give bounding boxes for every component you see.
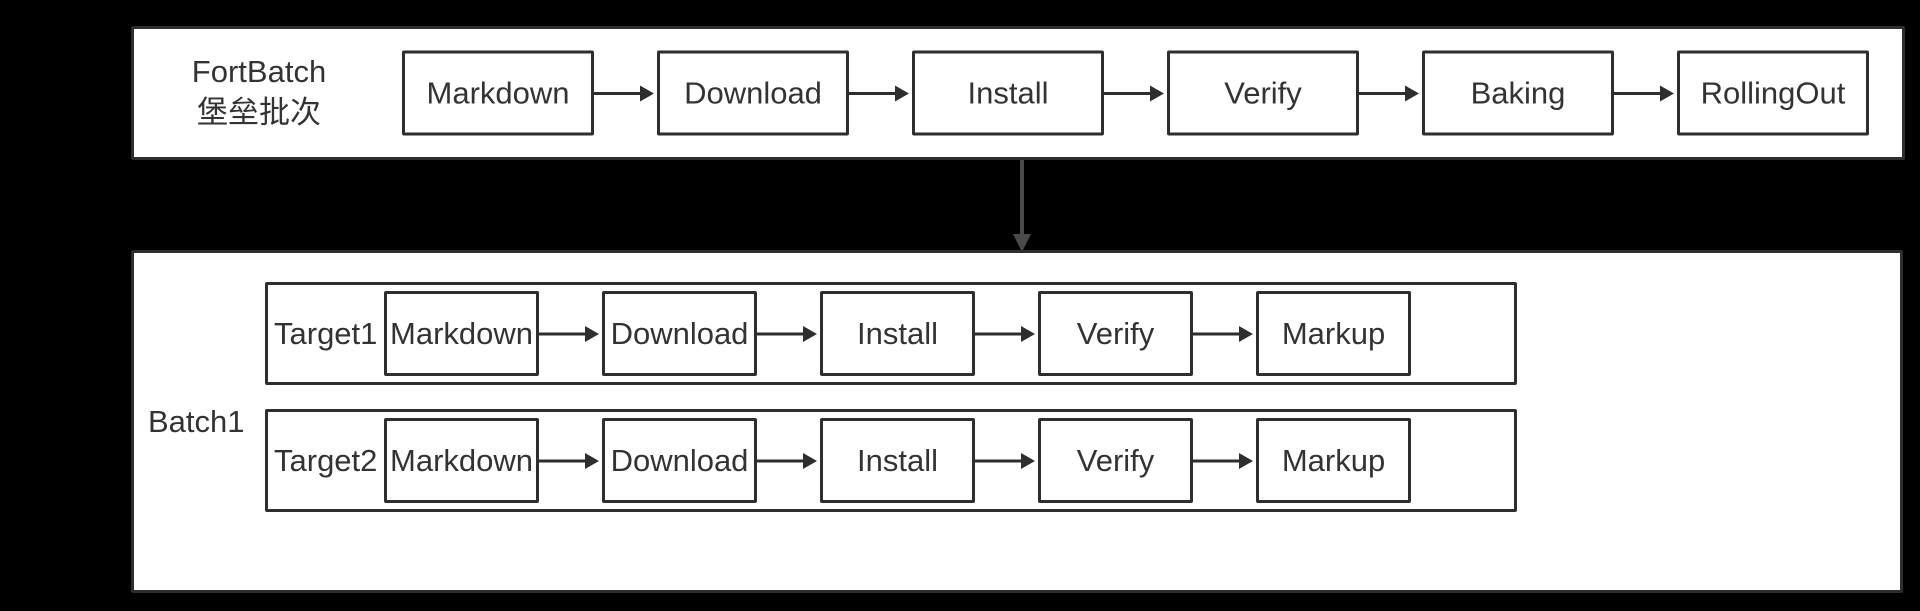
pipeline-node-markdown[interactable]: Markdown — [384, 418, 539, 503]
pipeline-node-install[interactable]: Install — [820, 418, 975, 503]
pipeline-node-rollingout[interactable]: RollingOut — [1677, 50, 1869, 136]
fort-batch-pipeline: Markdown Download Install Verify Baking … — [402, 50, 1869, 136]
pipeline-node-download[interactable]: Download — [602, 418, 757, 503]
pipeline-node-verify[interactable]: Verify — [1038, 291, 1193, 376]
fort-batch-panel: FortBatch 堡垒批次 Markdown Download Install… — [131, 26, 1905, 160]
arrow-right-icon — [975, 322, 1038, 346]
arrow-right-icon — [757, 449, 820, 473]
arrow-down-icon — [1012, 160, 1032, 252]
fort-batch-label-cn: 堡垒批次 — [197, 95, 321, 131]
pipeline-node-markup[interactable]: Markup — [1256, 291, 1411, 376]
batch-label: Batch1 — [148, 403, 245, 439]
arrow-right-icon — [1359, 81, 1422, 105]
batch-panel: Batch1 Target1 Markdown Download Install… — [131, 250, 1903, 593]
pipeline-node-install[interactable]: Install — [912, 50, 1104, 136]
arrow-right-icon — [1193, 449, 1256, 473]
fort-batch-label: FortBatch 堡垒批次 — [154, 51, 364, 135]
pipeline-node-baking[interactable]: Baking — [1422, 50, 1614, 136]
target-pipeline: Markdown Download Install Verify Markup — [384, 291, 1411, 376]
target-pipeline: Markdown Download Install Verify Markup — [384, 418, 1411, 503]
pipeline-node-install[interactable]: Install — [820, 291, 975, 376]
target-label: Target2 — [274, 442, 378, 478]
arrow-right-icon — [539, 449, 602, 473]
arrow-right-icon — [757, 322, 820, 346]
fort-batch-label-en: FortBatch — [191, 54, 327, 90]
pipeline-node-download[interactable]: Download — [602, 291, 757, 376]
pipeline-node-markdown[interactable]: Markdown — [402, 50, 594, 136]
pipeline-node-markup[interactable]: Markup — [1256, 418, 1411, 503]
pipeline-node-download[interactable]: Download — [657, 50, 849, 136]
pipeline-node-markdown[interactable]: Markdown — [384, 291, 539, 376]
pipeline-node-verify[interactable]: Verify — [1167, 50, 1359, 136]
target-row: Target2 Markdown Download Install Verify… — [265, 409, 1517, 512]
arrow-right-icon — [539, 322, 602, 346]
arrow-right-icon — [975, 449, 1038, 473]
arrow-right-icon — [849, 81, 912, 105]
arrow-right-icon — [1104, 81, 1167, 105]
arrow-right-icon — [594, 81, 657, 105]
target-row: Target1 Markdown Download Install Verify… — [265, 282, 1517, 385]
target-label: Target1 — [274, 315, 378, 351]
arrow-right-icon — [1614, 81, 1677, 105]
pipeline-node-verify[interactable]: Verify — [1038, 418, 1193, 503]
arrow-right-icon — [1193, 322, 1256, 346]
